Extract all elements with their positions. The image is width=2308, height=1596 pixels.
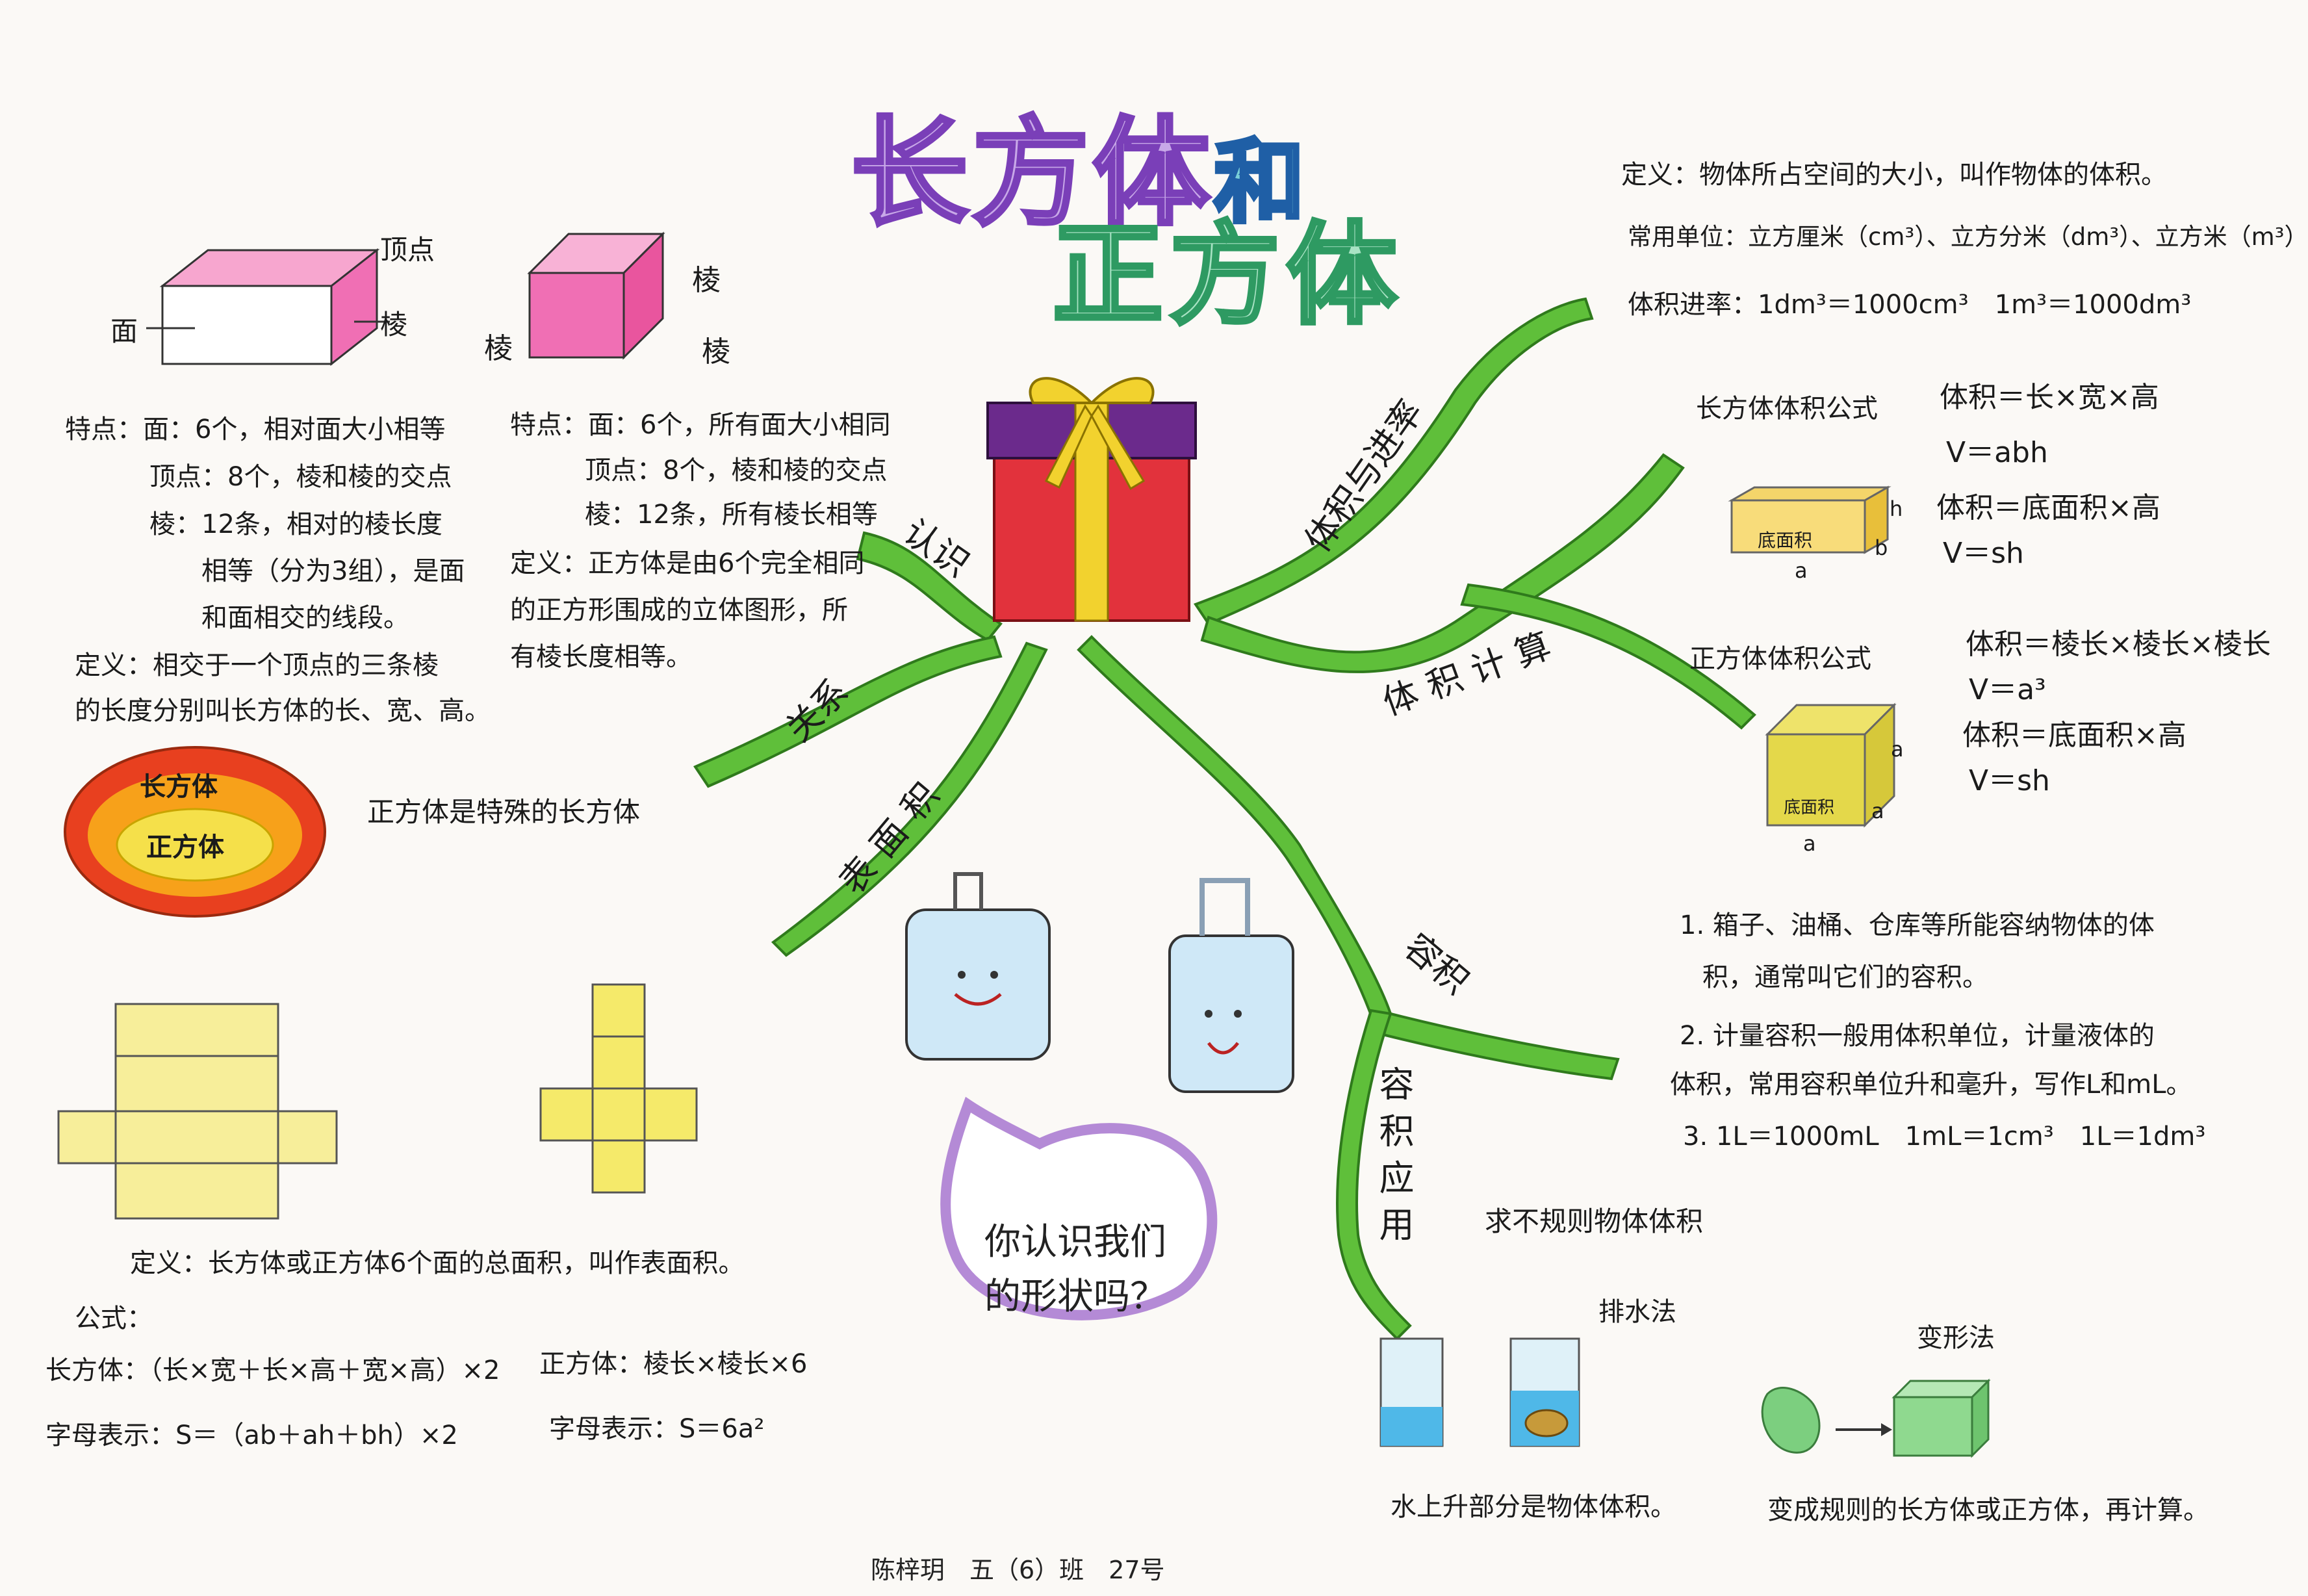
regular-cube: [1893, 1396, 1973, 1457]
cuboid-feature-4: 相等（分为3组），是面: [201, 556, 465, 586]
cube-feature-3: 棱：12条，所有棱长相等: [585, 500, 878, 530]
cube-label-edge-right: 棱: [702, 335, 730, 368]
suitcase-right: [1168, 878, 1294, 1093]
application-title: 求不规则物体体积: [1485, 1205, 1704, 1237]
cuboid-definition-1: 定义：相交于一个顶点的三条棱: [75, 650, 439, 680]
title-he: 和: [1212, 128, 1309, 238]
cuboid-net: [57, 1003, 338, 1220]
cube-volume-a1: a: [1803, 831, 1816, 856]
cuboid-volume-h: h: [1890, 496, 1903, 521]
deform-figures: [1761, 1378, 1991, 1458]
relation-diagram: [64, 746, 326, 918]
label-vertex: 顶点: [380, 234, 435, 266]
cube-volume-f1: 体积＝棱长×棱长×棱长: [1966, 628, 2271, 661]
title-line1: 长方体和: [849, 104, 1309, 244]
surface-cuboid-letters: 字母表示：S＝（ab＋ah＋bh）×2: [45, 1421, 458, 1450]
gift-bow: [1029, 377, 1155, 404]
relation-outer-label: 长方体: [140, 772, 218, 802]
cube-volume-f2: V＝a³: [1969, 673, 2046, 706]
irregular-blob: [1761, 1387, 1821, 1454]
cube-feature-1: 特点：面：6个，所有面大小相同: [510, 410, 891, 440]
title-line2: 正方体: [1051, 209, 1404, 342]
cuboid-feature-3: 棱：12条，相对的棱长度: [149, 509, 442, 539]
capacity-p2b: 体积，常用容积单位升和毫升，写作L和mL。: [1670, 1070, 2192, 1100]
volume-units: 常用单位：立方厘米（cm³）、立方分米（dm³）、立方米（m³）: [1628, 223, 2308, 251]
ribbon-renshi: [856, 531, 1003, 642]
bubble-text: 你认识我们 的形状吗？: [984, 1215, 1166, 1324]
ribbon-rongji: [1077, 635, 1620, 1081]
bubble-line1: 你认识我们: [984, 1221, 1166, 1263]
application-deform-note: 变成规则的长方体或正方体，再计算。: [1767, 1495, 2209, 1525]
cuboid-volume-b: b: [1875, 535, 1888, 560]
cube-label-edge-left: 棱: [484, 332, 513, 365]
cube-definition-2: 的正方形围成的立体图形，所: [510, 595, 848, 625]
ribbon-guanxi: [693, 635, 1003, 788]
capacity-p1b: 积，通常叫它们的容积。: [1702, 962, 1988, 992]
label-face: 面: [110, 315, 138, 347]
application-deform-method: 变形法: [1917, 1323, 1995, 1353]
label-edge: 棱: [380, 309, 408, 341]
surface-cube-formula: 正方体：棱长×棱长×6: [539, 1349, 808, 1379]
cube-front: [528, 272, 625, 359]
cube-volume-label: 正方体体积公式: [1689, 644, 1871, 674]
cuboid-volume-f3: 体积＝底面积×高: [1936, 491, 2161, 524]
cube-net: [539, 983, 698, 1194]
bubble-line2: 的形状吗？: [984, 1276, 1166, 1318]
cube-figure: [527, 231, 665, 360]
relation-note: 正方体是特殊的长方体: [367, 796, 641, 828]
cube-definition-1: 定义：正方体是由6个完全相同: [510, 548, 865, 578]
ribbon-tiji-jinlv: [1193, 297, 1594, 626]
beaker-left: [1379, 1337, 1444, 1447]
beaker-right: [1509, 1337, 1580, 1447]
cube-volume-a2: a: [1871, 799, 1884, 823]
cube-feature-2: 顶点：8个，棱和棱的交点: [585, 456, 888, 485]
signature: 陈梓玥 五（6）班 27号: [871, 1556, 1165, 1584]
capacity-p3: 3. 1L＝1000mL 1mL＝1cm³ 1L＝1dm³: [1683, 1122, 2206, 1152]
cuboid-volume-f4: V＝sh: [1943, 537, 2024, 570]
cuboid-definition-2: 的长度分别叫长方体的长、宽、高。: [75, 696, 491, 726]
cube-volume-figure: [1765, 702, 1897, 828]
capacity-p2a: 2. 计量容积一般用体积单位，计量液体的: [1680, 1021, 2155, 1051]
cuboid-volume-base: 底面积: [1758, 530, 1813, 551]
speech-bubble: [940, 1096, 1218, 1320]
cube-volume-base: 底面积: [1784, 798, 1835, 817]
cuboid-front: [161, 285, 333, 365]
cuboid-figure: [146, 248, 390, 367]
branch-rongji-yingyong: 容积应用: [1373, 1066, 1414, 1253]
cuboid-feature-2: 顶点：8个，棱和棱的交点: [149, 462, 452, 492]
gift-box: [986, 377, 1197, 622]
cuboid-volume-f2: V＝abh: [1946, 436, 2048, 469]
surface-cube-letters: 字母表示：S＝6a²: [549, 1414, 765, 1444]
volume-rates: 体积进率：1dm³＝1000cm³ 1m³＝1000dm³: [1628, 290, 2192, 320]
cube-volume-f4: V＝sh: [1969, 764, 2050, 797]
surface-cuboid-formula: 长方体：（长×宽＋长×高＋宽×高）×2: [45, 1356, 500, 1385]
cuboid-volume-figure: [1728, 485, 1891, 554]
surface-definition: 定义：长方体或正方体6个面的总面积，叫作表面积。: [130, 1248, 745, 1278]
cuboid-volume-label: 长方体体积公式: [1696, 394, 1878, 424]
application-drain-method: 排水法: [1598, 1297, 1676, 1327]
cuboid-volume-a: a: [1795, 558, 1808, 583]
relation-inner: [116, 808, 274, 882]
ribbon-biaomianji: [771, 641, 1048, 957]
surface-formula-label: 公式：: [75, 1304, 153, 1333]
cube-definition-3: 有棱长度相等。: [510, 642, 692, 672]
capacity-p1a: 1. 箱子、油桶、仓库等所能容纳物体的体: [1680, 910, 2155, 940]
volume-definition: 定义：物体所占空间的大小，叫作物体的体积。: [1621, 160, 2167, 190]
cuboid-feature-5: 和面相交的线段。: [201, 603, 409, 633]
application-drain-note: 水上升部分是物体体积。: [1391, 1492, 1676, 1522]
cuboid-feature-1: 特点：面：6个，相对面大小相等: [65, 415, 446, 444]
cube-volume-f3: 体积＝底面积×高: [1962, 719, 2186, 752]
suitcase-left: [905, 872, 1051, 1061]
cube-label-edge-top: 棱: [692, 264, 721, 297]
gift-bow-tails: [1044, 404, 1146, 491]
cube-volume-a3: a: [1891, 737, 1904, 762]
ribbon-tiji-jisuan-2: [1460, 583, 1756, 730]
ribbon-tiji-jisuan: [1200, 453, 1685, 673]
relation-inner-label: 正方体: [146, 832, 224, 862]
cuboid-volume-f1: 体积＝长×宽×高: [1940, 381, 2159, 414]
